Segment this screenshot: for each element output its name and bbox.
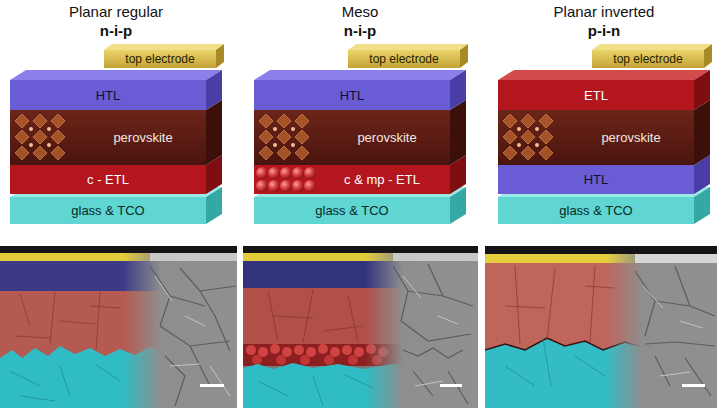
architecture-title: Planar regular — [16, 3, 216, 20]
stack-meso — [254, 44, 468, 224]
electrode-layer: top electrode — [348, 50, 460, 68]
layer-label: perovskite — [357, 130, 416, 145]
substrate-layer: glass & TCO — [10, 197, 206, 224]
architecture-type: n-i-p — [260, 22, 460, 39]
layer-label: HTL — [584, 172, 609, 187]
perovskite-layer: perovskite — [10, 110, 206, 165]
substrate-layer: glass & TCO — [254, 197, 450, 224]
layer-label: top electrode — [613, 52, 682, 66]
architecture-title: Meso — [260, 3, 460, 20]
layer-label: top electrode — [369, 52, 438, 66]
architecture-type: n-i-p — [16, 22, 216, 39]
etl-layer: ETL — [498, 80, 694, 110]
layer-label: HTL — [96, 88, 121, 103]
perovskite-layer: perovskite — [254, 110, 450, 165]
perovskite-layer: perovskite — [498, 110, 694, 165]
electrode-layer: top electrode — [592, 50, 704, 68]
layer-label: c - ETL — [87, 172, 129, 187]
sem-image — [485, 246, 717, 408]
sem-image — [243, 246, 478, 408]
architecture-title: Planar inverted — [504, 3, 704, 20]
layer-label: HTL — [340, 88, 365, 103]
stack-planar-regular — [10, 44, 224, 224]
etl-layer: c - ETL — [10, 165, 206, 194]
layer-label: ETL — [584, 88, 608, 103]
layer-label: perovskite — [113, 130, 172, 145]
architecture-type: p-i-n — [504, 22, 704, 39]
electrode-layer: top electrode — [104, 50, 216, 68]
substrate-layer: glass & TCO — [498, 197, 694, 224]
etl-layer: c & mp - ETL — [254, 165, 450, 194]
sem-image — [0, 246, 237, 408]
layer-label: glass & TCO — [315, 203, 388, 218]
layer-label: perovskite — [601, 130, 660, 145]
layer-label: glass & TCO — [559, 203, 632, 218]
htl-layer: HTL — [498, 165, 694, 194]
layer-label: glass & TCO — [71, 203, 144, 218]
htl-layer: HTL — [254, 80, 450, 110]
htl-layer: HTL — [10, 80, 206, 110]
layer-label: top electrode — [125, 52, 194, 66]
layer-label: c & mp - ETL — [344, 172, 420, 187]
stack-planar-inverted — [498, 44, 712, 224]
